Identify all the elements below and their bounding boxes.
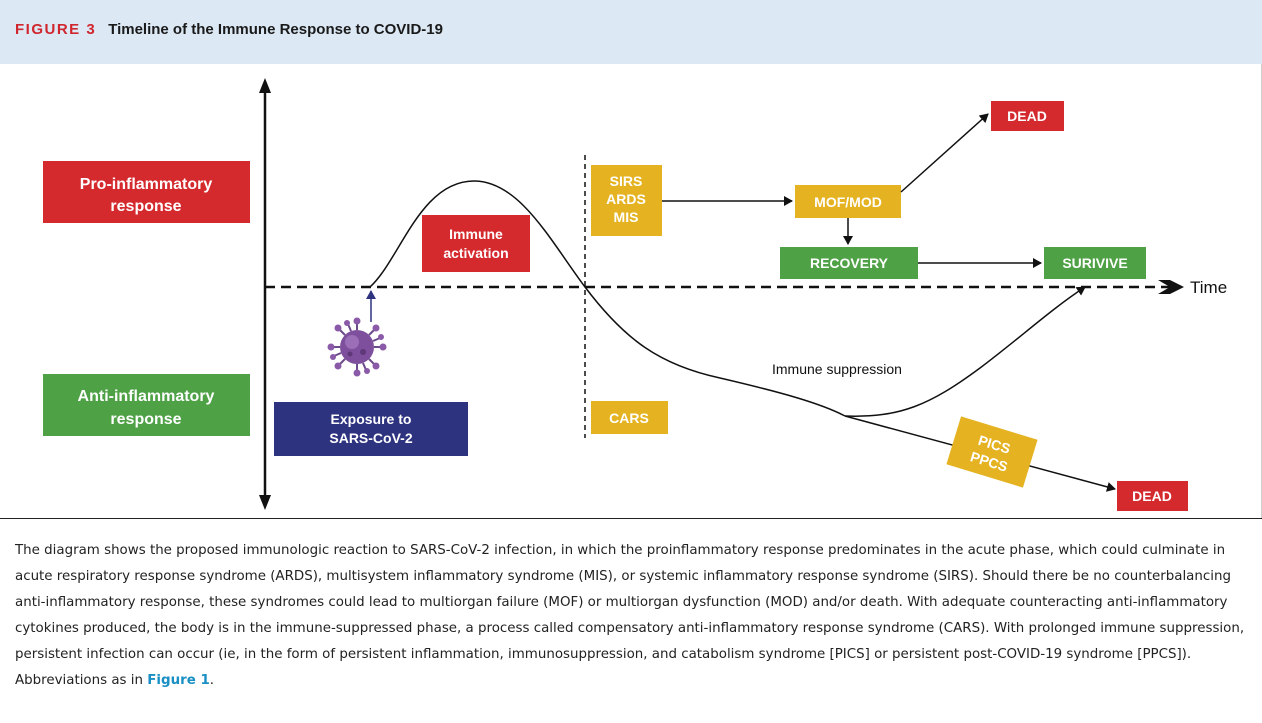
immune-activation-box: Immune activation — [422, 215, 530, 272]
recovery-curve — [844, 286, 1086, 417]
figure-title: Timeline of the Immune Response to COVID… — [108, 21, 443, 38]
pro-inflammatory-line-1: Pro-inflammatory — [80, 176, 213, 193]
pro-inflammatory-line-2: response — [110, 198, 181, 215]
survive-label: SURIVIVE — [1062, 255, 1127, 271]
dead-bottom-box: DEAD — [1117, 481, 1188, 511]
caption-text: The diagram shows the proposed immunolog… — [15, 543, 1245, 688]
immune-activation-line-2: activation — [443, 245, 508, 261]
mof-mod-box: MOF/MOD — [795, 185, 901, 218]
anti-inflammatory-box: Anti-inflammatory response — [43, 374, 250, 436]
time-label: Time — [1190, 278, 1227, 297]
figure-header: FIGURE 3 Timeline of the Immune Response … — [0, 0, 1262, 64]
exposure-line-2: SARS-CoV-2 — [329, 430, 412, 446]
anti-inflammatory-line-2: response — [110, 411, 181, 428]
figure-label: FIGURE 3 — [15, 21, 97, 38]
diagram-canvas: Time Pro-inflammatory response Anti-infl… — [43, 78, 1227, 511]
immune-suppression-label: Immune suppression — [772, 361, 902, 377]
figure-1-link[interactable]: Figure 1 — [147, 673, 210, 688]
caption-end: . — [209, 673, 215, 688]
pics-ppcs-box: PICS PPCS — [946, 416, 1038, 488]
survive-box: SURIVIVE — [1044, 247, 1146, 279]
anti-inflammatory-line-1: Anti-inflammatory — [78, 388, 215, 405]
virus-icon — [327, 317, 387, 377]
ards-label: ARDS — [606, 191, 646, 207]
sirs-label: SIRS — [610, 173, 643, 189]
dead-bottom-label: DEAD — [1132, 488, 1172, 504]
immune-response-curve — [369, 180, 846, 417]
cars-box: CARS — [591, 401, 668, 434]
mis-label: MIS — [614, 209, 639, 225]
pro-inflammatory-box: Pro-inflammatory response — [43, 161, 250, 223]
figure-caption: The diagram shows the proposed immunolog… — [15, 538, 1250, 694]
recovery-label: RECOVERY — [810, 255, 889, 271]
dead-top-box: DEAD — [991, 101, 1064, 131]
mof-mod-label: MOF/MOD — [814, 194, 882, 210]
sirs-ards-mis-box: SIRS ARDS MIS — [591, 165, 662, 236]
exposure-box: Exposure to SARS-CoV-2 — [274, 402, 468, 456]
recovery-box: RECOVERY — [780, 247, 918, 279]
dead-top-label: DEAD — [1007, 108, 1047, 124]
figure-panel: Time Pro-inflammatory response Anti-infl… — [0, 64, 1262, 519]
exposure-line-1: Exposure to — [331, 411, 412, 427]
immune-activation-line-1: Immune — [449, 226, 503, 242]
mof-to-dead-arrow — [900, 113, 989, 193]
cars-label: CARS — [609, 410, 649, 426]
